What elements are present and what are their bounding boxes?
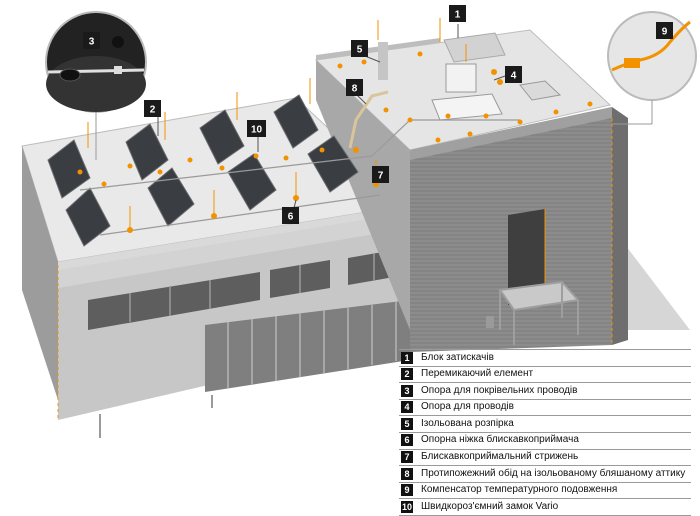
solar-panel xyxy=(227,153,277,211)
roof-skylight xyxy=(443,32,506,63)
solar-panel xyxy=(47,139,91,199)
roof-duct xyxy=(431,93,503,121)
callout-number: 6 xyxy=(288,212,294,223)
solar-panel xyxy=(199,109,245,165)
callout-number: 4 xyxy=(511,71,517,82)
support-posts xyxy=(99,395,213,438)
inset-expansion-compensator xyxy=(607,11,697,125)
legend-row: 4 Опора для проводів xyxy=(399,400,691,417)
callout-number: 5 xyxy=(357,45,363,56)
callout-badge: 4 xyxy=(505,66,522,83)
callout-number: 7 xyxy=(378,171,384,182)
tower-door xyxy=(508,209,545,305)
legend-row: 3 Опора для покрівельних проводів xyxy=(399,383,691,400)
tower-side-left xyxy=(316,60,410,330)
legend-label: Блок затискачів xyxy=(421,351,494,363)
callout-badge: 3 xyxy=(83,32,100,49)
legend-row: 6 Опорна ніжка блискавкоприймача xyxy=(399,433,691,450)
legend-label: Ізольована розпірка xyxy=(421,417,514,429)
callout-number: 3 xyxy=(89,37,95,48)
legend: 1 Блок затискачів 2 Перемикаючий елемент… xyxy=(399,349,691,516)
legend-row: 5 Ізольована розпірка xyxy=(399,416,691,433)
legend-row: 10 Швидкороз'ємний замок Vario xyxy=(399,499,691,516)
legend-row: 1 Блок затискачів xyxy=(399,349,691,367)
legend-row: 7 Блискавкоприймальний стрижень xyxy=(399,450,691,467)
legend-number: 2 xyxy=(401,368,413,381)
low-facade-left xyxy=(22,146,58,400)
roof-hvac-unit xyxy=(445,63,477,93)
legend-number: 7 xyxy=(401,451,413,464)
callout-badges: 1 2 3 4 5 6 7 8 xyxy=(83,5,673,224)
roof-conductors xyxy=(79,119,520,236)
isolated-spacer xyxy=(348,90,389,149)
callout-badge: 5 xyxy=(351,40,368,57)
legend-label: Блискавкоприймальний стрижень xyxy=(421,451,579,463)
legend-row: 9 Компенсатор температурного подовження xyxy=(399,483,691,500)
conductor-support-dots xyxy=(77,51,593,233)
low-facade-band xyxy=(58,212,410,288)
glazing-mullions xyxy=(227,301,397,388)
legend-label: Швидкороз'ємний замок Vario xyxy=(421,500,559,512)
legend-label: Опора для покрівельних проводів xyxy=(421,384,578,396)
inset-roof-conductor-support xyxy=(45,11,147,160)
tower-bin xyxy=(486,316,494,328)
callout-badge: 1 xyxy=(449,5,466,22)
legend-label: Перемикаючий елемент xyxy=(421,368,534,380)
legend-number: 4 xyxy=(401,401,413,414)
callout-number: 2 xyxy=(150,105,156,116)
legend-label: Компенсатор температурного подовження xyxy=(421,484,618,496)
callout-badge: 8 xyxy=(346,79,363,96)
legend-number: 10 xyxy=(401,500,413,513)
roof-hatch xyxy=(519,80,562,101)
solar-panel xyxy=(273,94,319,149)
legend-number: 8 xyxy=(401,467,413,480)
callout-number: 1 xyxy=(455,10,461,21)
tower-building xyxy=(314,29,628,352)
callout-badge: 9 xyxy=(656,22,673,39)
legend-number: 5 xyxy=(401,417,413,430)
solar-panel xyxy=(65,187,111,247)
legend-label: Протипожежний обід на ізольованому бляша… xyxy=(421,467,686,479)
solar-panel xyxy=(147,167,195,227)
callout-number: 10 xyxy=(251,125,263,136)
tower-parapet-front xyxy=(410,107,612,160)
legend-row: 8 Протипожежний обід на ізольованому бля… xyxy=(399,466,691,483)
callout-badge: 2 xyxy=(144,100,161,117)
callout-number: 9 xyxy=(662,27,668,38)
legend-number: 1 xyxy=(401,351,413,364)
air-terminal-rods xyxy=(87,18,467,228)
legend-number: 9 xyxy=(401,484,413,497)
roof-chimney xyxy=(378,42,388,80)
callout-badge: 7 xyxy=(372,166,389,183)
entrance-canopy xyxy=(498,280,580,345)
legend-label: Опора для проводів xyxy=(421,401,514,413)
callout-badge: 6 xyxy=(282,207,299,224)
legend-number: 3 xyxy=(401,384,413,397)
glazed-facade xyxy=(205,300,410,392)
callout-number: 8 xyxy=(352,84,358,95)
upper-window-frames xyxy=(129,253,375,322)
tower-side-right xyxy=(612,107,628,345)
legend-number: 6 xyxy=(401,434,413,447)
legend-label: Опорна ніжка блискавкоприймача xyxy=(421,434,579,446)
low-parapet-front xyxy=(58,205,410,270)
solar-panel xyxy=(125,123,169,181)
legend-row: 2 Перемикаючий елемент xyxy=(399,367,691,384)
callout-badge: 10 xyxy=(247,120,266,137)
